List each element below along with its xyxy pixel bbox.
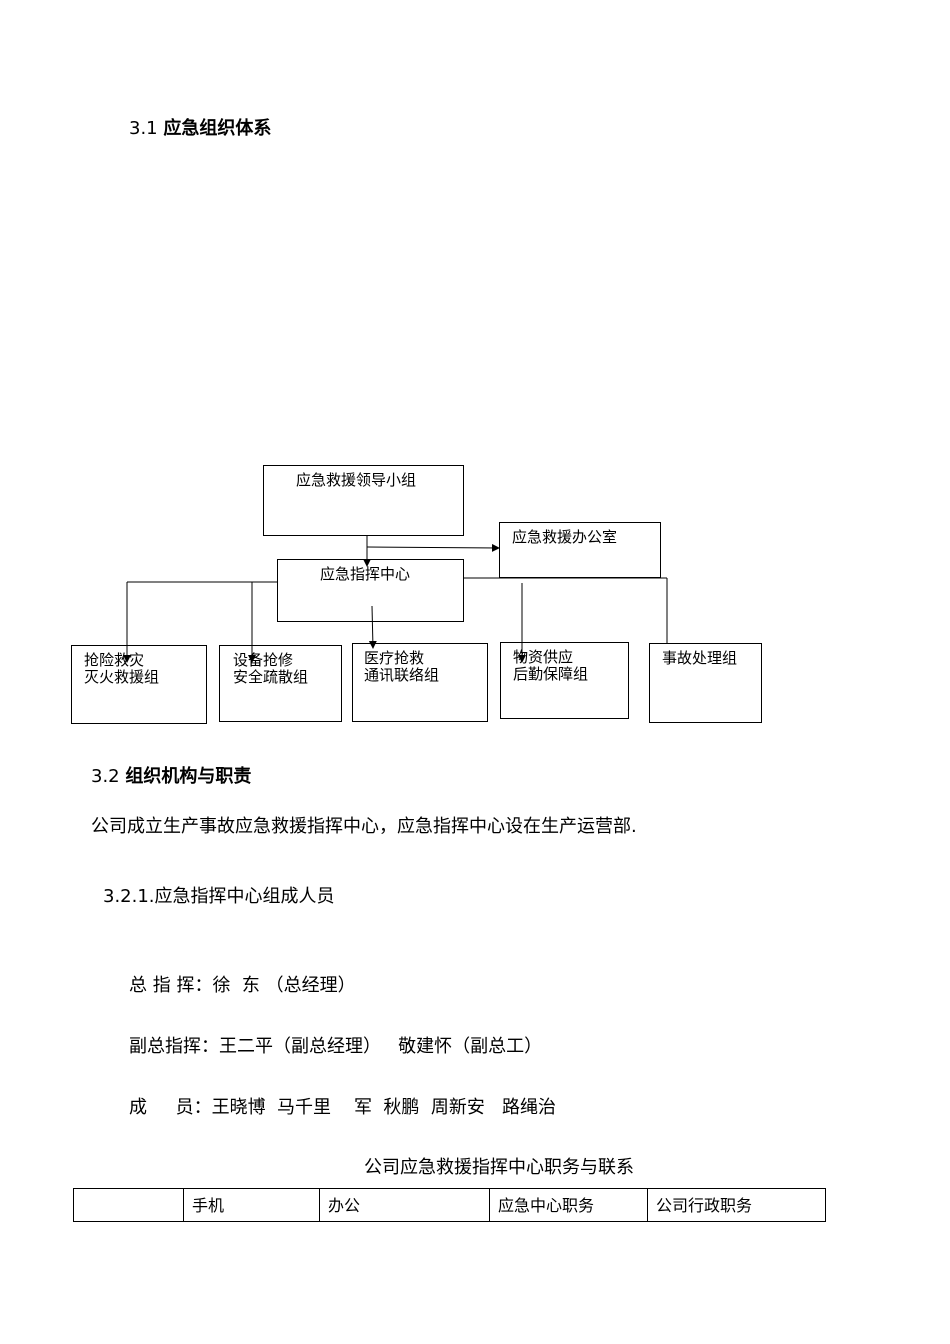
org-label-group-2: 设备抢修 安全疏散组 (233, 652, 308, 686)
member-deputy: 副总指挥：王二平（副总经理） 敬建怀（副总工） (129, 1036, 543, 1057)
intro-paragraph: 公司成立生产事故应急救援指挥中心，应急指挥中心设在生产运营部. (91, 816, 637, 837)
org-box-office (499, 522, 661, 578)
group-1-line-1: 抢险救灾 (84, 651, 145, 669)
header-cell-company-role: 公司行政职务 (647, 1188, 826, 1222)
group-5-line-1: 事故处理组 (662, 649, 738, 667)
section-3-1-heading: 3.1 应急组织体系 (129, 114, 271, 140)
org-label-group-1: 抢险救灾 灭火救援组 (84, 652, 159, 686)
header-cell-blank (73, 1188, 184, 1222)
group-4-line-1: 物资供应 (513, 648, 574, 666)
org-label-group-5: 事故处理组 (662, 650, 737, 667)
org-label-command: 应急指挥中心 (320, 565, 411, 583)
section-3-1-number: 3.1 (129, 118, 158, 139)
header-cell-mobile: 手机 (183, 1188, 320, 1222)
section-3-2-1-heading: 3.2.1.应急指挥中心组成人员 (103, 886, 335, 907)
org-label-office: 应急救援办公室 (512, 528, 618, 546)
section-3-1-title: 应急组织体系 (163, 118, 272, 139)
section-3-2-heading: 3.2 组织机构与职责 (91, 762, 251, 788)
table-caption: 公司应急救援指挥中心职务与联系 (364, 1157, 634, 1178)
group-1-line-2: 灭火救援组 (84, 668, 160, 686)
to-office-arrow (366, 543, 500, 552)
org-label-group-4: 物资供应 后勤保障组 (513, 649, 588, 683)
roles-table: 手机 办公 应急中心职务 公司行政职务 (73, 1188, 826, 1222)
group-2-line-1: 设备抢修 (233, 651, 294, 669)
member-chief: 总 指 挥：徐 东 （总经理） (129, 975, 356, 996)
group-2-line-2: 安全疏散组 (233, 668, 309, 686)
org-box-group-2 (219, 645, 342, 722)
header-cell-emergency-role: 应急中心职务 (489, 1188, 648, 1222)
org-box-group-5 (649, 643, 762, 723)
org-box-leader (263, 465, 464, 536)
org-box-command (277, 559, 464, 622)
section-3-2-number: 3.2 (91, 766, 120, 787)
org-box-group-1 (71, 645, 207, 724)
group-3-line-1: 医疗抢救 (364, 649, 425, 667)
table-header-row: 手机 办公 应急中心职务 公司行政职务 (73, 1188, 826, 1222)
member-staff: 成 员：王晓博 马千里 军 秋鹏 周新安 路绳治 (129, 1097, 556, 1118)
org-box-group-3 (352, 643, 488, 722)
group-3-line-2: 通讯联络组 (364, 666, 440, 684)
org-label-group-3: 医疗抢救 通讯联络组 (364, 650, 439, 684)
org-box-group-4 (500, 642, 629, 719)
org-chart-connectors (123, 536, 668, 663)
header-cell-office: 办公 (319, 1188, 490, 1222)
group-4-line-2: 后勤保障组 (513, 665, 589, 683)
section-3-2-title: 组织机构与职责 (125, 766, 252, 787)
arrow-to-group-3 (368, 605, 377, 649)
org-label-leader: 应急救援领导小组 (296, 471, 417, 489)
